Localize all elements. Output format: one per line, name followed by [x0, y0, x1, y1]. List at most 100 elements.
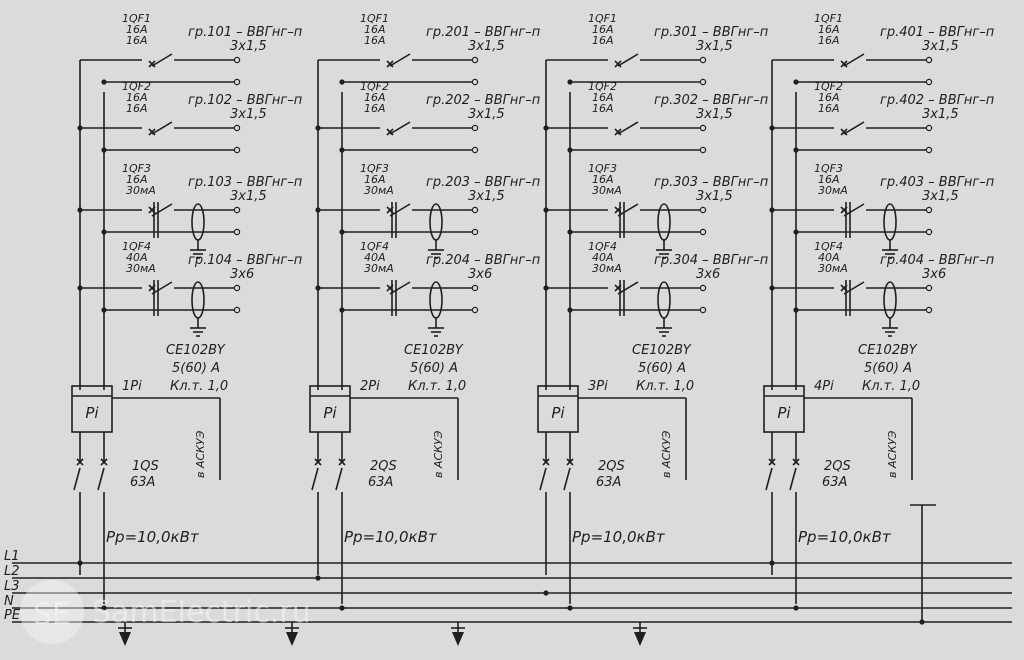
breaker-mark-stroke [338, 458, 346, 466]
junction-dot [793, 229, 799, 235]
breaker-rating-2: 30мА [592, 262, 622, 275]
breaker-mark [566, 458, 574, 466]
group-out-terminal [925, 124, 933, 132]
meter-3-symbol: Pi [551, 404, 565, 422]
breaker-contact [151, 53, 173, 67]
junction-dot [315, 125, 321, 131]
group-neutral-terminal [471, 228, 479, 236]
group-cable-label: гр.402 – ВВГнг–п [880, 93, 995, 108]
junction-dot [315, 285, 321, 291]
group-cable-label: гр.301 – ВВГнг–п [654, 25, 769, 40]
group-neutral-terminal [699, 228, 707, 236]
askue-label: в АСКУЭ [432, 430, 445, 478]
junction-dot [793, 79, 799, 85]
breaker-rating: 16A [126, 23, 148, 36]
group-out-terminal [233, 206, 241, 214]
qs-contact [789, 467, 797, 491]
meter-3-model: CE102BY [632, 343, 692, 358]
group-cable-label: гр.201 – ВВГнг–п [426, 25, 541, 40]
group-neutral-terminal [925, 228, 933, 236]
qs-contact [73, 467, 81, 491]
breaker-rating-2: 30мА [126, 184, 156, 197]
breaker-mark [542, 458, 550, 466]
junction-dot [339, 147, 345, 153]
breaker-rating: 16A [364, 173, 386, 186]
meter-4-model: CE102BY [858, 343, 918, 358]
breaker-id: 1QF3 [360, 162, 389, 175]
breaker-id: 1QF3 [588, 162, 617, 175]
group-cable-label: гр.304 – ВВГнг–п [654, 253, 769, 268]
breaker-contact [843, 203, 865, 217]
breaker-rating-2: 16A [818, 34, 840, 47]
group-cable-size: 3х1,5 [922, 39, 959, 54]
junction-dot [567, 79, 573, 85]
askue-label: в АСКУЭ [194, 430, 207, 478]
breaker-contact [151, 203, 173, 217]
breaker-contact [617, 203, 639, 217]
breaker-id: 1QF2 [588, 80, 617, 93]
group-out-terminal [699, 56, 707, 64]
meter-3-body [537, 385, 579, 433]
group-neutral-terminal [233, 78, 241, 86]
meter-1-symbol: Pi [85, 404, 99, 422]
breaker-rating: 40A [126, 251, 148, 264]
qs-1-rating: 63A [130, 475, 155, 490]
meter-2-body [309, 385, 351, 433]
earth-electrode-icon [286, 632, 298, 646]
group-cable-size: 3х6 [230, 267, 254, 282]
meter-4-label: 4Pi [814, 379, 834, 394]
qs-contact [335, 467, 343, 491]
group-cable-size: 3х1,5 [696, 39, 733, 54]
breaker-rating-2: 30мА [592, 184, 622, 197]
group-cable-label: гр.404 – ВВГнг–п [880, 253, 995, 268]
breaker-contact [389, 281, 411, 295]
breaker-contact [617, 121, 639, 135]
breaker-rating-2: 16A [364, 102, 386, 115]
breaker-contact [389, 121, 411, 135]
breaker-contact [843, 121, 865, 135]
breaker-id: 1QF2 [360, 80, 389, 93]
breaker-id: 1QF4 [814, 240, 843, 253]
breaker-mark [792, 458, 800, 466]
group-cable-label: гр.101 – ВВГнг–п [188, 25, 303, 40]
breaker-rating: 16A [364, 91, 386, 104]
group-cable-size: 3х1,5 [696, 107, 733, 122]
breaker-rating-2: 30мА [818, 262, 848, 275]
group-neutral-terminal [699, 78, 707, 86]
group-out-terminal [699, 206, 707, 214]
breaker-rating: 16A [818, 91, 840, 104]
earth-electrode-icon [119, 632, 131, 646]
breaker-mark-stroke [148, 128, 156, 136]
group-cable-size: 3х6 [468, 267, 492, 282]
qs-4-rating: 63A [822, 475, 847, 490]
phase-bus-tap [769, 560, 775, 566]
breaker-rating-2: 30мА [364, 184, 394, 197]
breaker-mark-stroke [314, 458, 322, 466]
breaker-mark [148, 60, 156, 68]
junction-dot [101, 229, 107, 235]
group-cable-label: гр.204 – ВВГнг–п [426, 253, 541, 268]
group-cable-size: 3х1,5 [468, 189, 505, 204]
meter-2-rating: 5(60) A [410, 361, 458, 376]
breaker-id: 1QF4 [360, 240, 389, 253]
junction-dot [793, 307, 799, 313]
breaker-mark [614, 60, 622, 68]
meter-1-label: 1Pi [122, 379, 142, 394]
breaker-mark [314, 458, 322, 466]
junction-dot [101, 307, 107, 313]
group-cable-size: 3х1,5 [922, 189, 959, 204]
meter-3-class: Кл.т. 1,0 [636, 379, 694, 394]
breaker-mark-stroke [840, 60, 848, 68]
junction-dot [543, 285, 549, 291]
breaker-mark [386, 60, 394, 68]
group-cable-label: гр.102 – ВВГнг–п [188, 93, 303, 108]
junction-dot [543, 125, 549, 131]
breaker-rating-2: 16A [126, 102, 148, 115]
group-neutral-terminal [925, 78, 933, 86]
breaker-id: 1QF3 [122, 162, 151, 175]
bus-label-l1: L1 [4, 549, 20, 564]
qs-contact [539, 467, 547, 491]
